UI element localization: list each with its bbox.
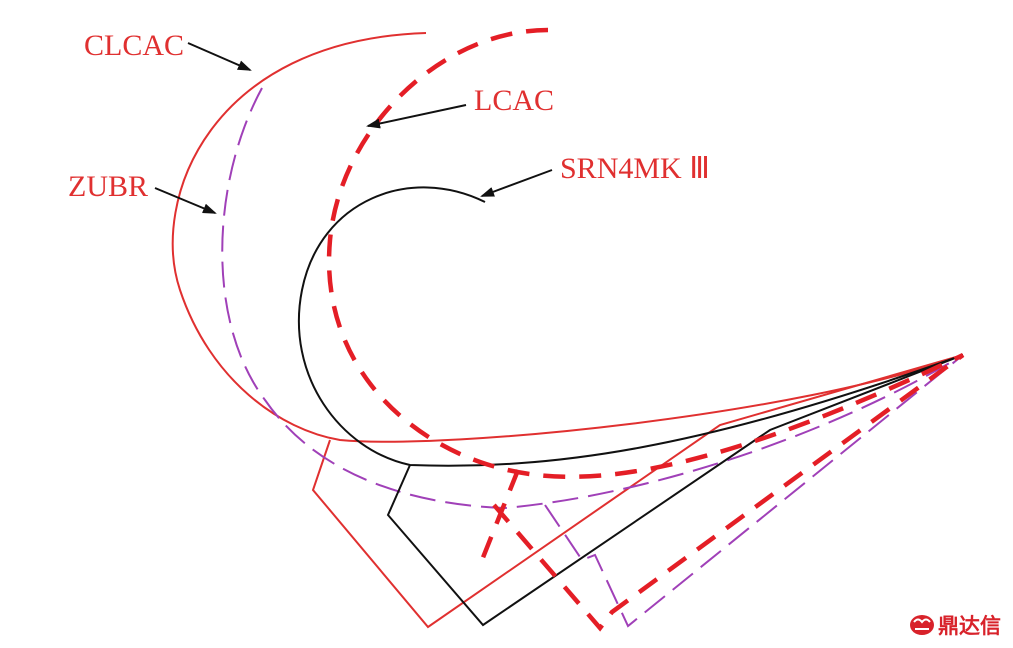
lcac-profile <box>326 27 965 632</box>
lcac-curve <box>326 27 964 480</box>
srn4mk-skirt <box>386 354 964 627</box>
zubr-profile <box>221 87 964 628</box>
clcac-profile <box>171 32 964 629</box>
watermark: 鼎达信 <box>910 614 1001 638</box>
srn4mk-curve <box>297 186 964 467</box>
zubr-skirt <box>544 354 964 628</box>
lcac-arrow <box>366 104 467 129</box>
srn4mk-profile <box>297 186 964 627</box>
clcac-arrow <box>187 42 252 71</box>
label-lcac: LCAC <box>474 84 554 117</box>
zubr-curve <box>221 87 964 510</box>
ding-logo-icon <box>910 615 934 635</box>
watermark-text: 鼎达信 <box>938 614 1001 638</box>
label-arrows <box>154 42 553 214</box>
srn4mk-arrow <box>480 169 553 197</box>
clcac-curve <box>171 32 964 443</box>
clcac-skirt <box>311 354 964 629</box>
label-srn4mk: SRN4MK Ⅲ <box>560 152 710 185</box>
zubr-arrow <box>154 187 217 214</box>
lcac-skirt <box>475 353 965 632</box>
label-clcac: CLCAC <box>84 29 184 62</box>
label-zubr: ZUBR <box>68 170 148 203</box>
